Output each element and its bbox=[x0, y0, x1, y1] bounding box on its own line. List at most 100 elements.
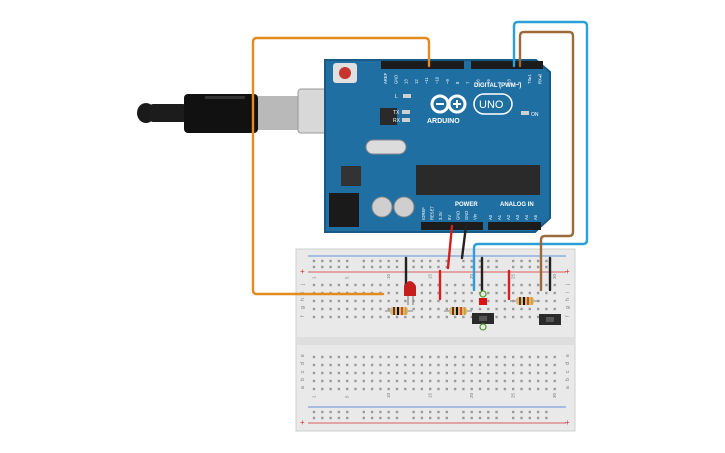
rail-hole[interactable] bbox=[387, 416, 390, 420]
rail-hole[interactable] bbox=[420, 416, 424, 420]
rail-hole[interactable] bbox=[470, 265, 473, 269]
breadboard-hole[interactable] bbox=[387, 299, 390, 303]
rail-hole[interactable] bbox=[437, 259, 440, 263]
breadboard-hole[interactable] bbox=[445, 291, 448, 295]
rail-hole[interactable] bbox=[487, 259, 490, 263]
breadboard-hole[interactable] bbox=[453, 291, 457, 295]
breadboard-hole[interactable] bbox=[312, 283, 316, 287]
breadboard-hole[interactable] bbox=[412, 363, 415, 367]
breadboard-hole[interactable] bbox=[528, 307, 531, 311]
rail-hole[interactable] bbox=[445, 410, 448, 414]
rail-hole[interactable] bbox=[429, 259, 432, 263]
breadboard-hole[interactable] bbox=[379, 379, 382, 383]
breadboard-hole[interactable] bbox=[346, 299, 349, 303]
breadboard-hole[interactable] bbox=[346, 307, 349, 311]
breadboard-hole[interactable] bbox=[528, 363, 531, 367]
breadboard-hole[interactable] bbox=[437, 315, 440, 319]
breadboard-hole[interactable] bbox=[420, 363, 424, 367]
rail-hole[interactable] bbox=[321, 410, 324, 414]
breadboard-hole[interactable] bbox=[478, 379, 482, 383]
breadboard-hole[interactable] bbox=[536, 291, 540, 295]
rail-hole[interactable] bbox=[346, 265, 349, 269]
rail-hole[interactable] bbox=[478, 265, 482, 269]
rail-hole[interactable] bbox=[321, 259, 324, 263]
rail-hole[interactable] bbox=[520, 416, 523, 420]
breadboard-hole[interactable] bbox=[429, 355, 432, 359]
wire-black-gnd[interactable] bbox=[460, 224, 468, 260]
rail-hole[interactable] bbox=[528, 416, 531, 420]
rail-hole[interactable] bbox=[337, 416, 341, 420]
breadboard-hole[interactable] bbox=[478, 371, 482, 375]
analog-header[interactable] bbox=[488, 222, 541, 230]
breadboard-hole[interactable] bbox=[437, 307, 440, 311]
breadboard-hole[interactable] bbox=[321, 315, 324, 319]
rail-hole[interactable] bbox=[429, 265, 432, 269]
breadboard-hole[interactable] bbox=[312, 307, 316, 311]
breadboard-hole[interactable] bbox=[478, 387, 482, 391]
led[interactable] bbox=[404, 281, 416, 305]
breadboard-hole[interactable] bbox=[470, 379, 473, 383]
breadboard-hole[interactable] bbox=[545, 387, 548, 391]
rail-hole[interactable] bbox=[395, 265, 399, 269]
rail-hole[interactable] bbox=[329, 416, 332, 420]
breadboard-hole[interactable] bbox=[503, 315, 507, 319]
breadboard-hole[interactable] bbox=[495, 371, 498, 375]
breadboard-hole[interactable] bbox=[420, 299, 424, 303]
rail-hole[interactable] bbox=[520, 259, 523, 263]
rail-hole[interactable] bbox=[478, 416, 482, 420]
breadboard-hole[interactable] bbox=[412, 355, 415, 359]
breadboard-hole[interactable] bbox=[329, 315, 332, 319]
breadboard-hole[interactable] bbox=[553, 355, 556, 359]
breadboard-hole[interactable] bbox=[478, 355, 482, 359]
rail-hole[interactable] bbox=[362, 410, 365, 414]
breadboard-hole[interactable] bbox=[445, 299, 448, 303]
rail-hole[interactable] bbox=[437, 410, 440, 414]
breadboard-hole[interactable] bbox=[553, 379, 556, 383]
breadboard-hole[interactable] bbox=[412, 307, 415, 311]
breadboard-hole[interactable] bbox=[470, 291, 473, 295]
rail-hole[interactable] bbox=[395, 416, 399, 420]
breadboard-hole[interactable] bbox=[437, 363, 440, 367]
rail-hole[interactable] bbox=[495, 410, 498, 414]
breadboard-hole[interactable] bbox=[362, 307, 365, 311]
rail-hole[interactable] bbox=[536, 265, 540, 269]
breadboard-hole[interactable] bbox=[453, 299, 457, 303]
breadboard-hole[interactable] bbox=[362, 299, 365, 303]
breadboard-hole[interactable] bbox=[354, 371, 357, 375]
breadboard-hole[interactable] bbox=[329, 283, 332, 287]
breadboard-hole[interactable] bbox=[536, 307, 540, 311]
breadboard-hole[interactable] bbox=[312, 371, 316, 375]
breadboard-hole[interactable] bbox=[437, 283, 440, 287]
rail-hole[interactable] bbox=[478, 259, 482, 263]
breadboard-hole[interactable] bbox=[337, 355, 341, 359]
rail-hole[interactable] bbox=[528, 410, 531, 414]
breadboard-hole[interactable] bbox=[370, 355, 374, 359]
rail-hole[interactable] bbox=[495, 265, 498, 269]
rail-hole[interactable] bbox=[370, 410, 374, 414]
rail-hole[interactable] bbox=[387, 265, 390, 269]
breadboard-hole[interactable] bbox=[387, 291, 390, 295]
breadboard-hole[interactable] bbox=[362, 315, 365, 319]
rail-hole[interactable] bbox=[337, 410, 341, 414]
breadboard-hole[interactable] bbox=[453, 371, 457, 375]
breadboard-hole[interactable] bbox=[437, 355, 440, 359]
breadboard-hole[interactable] bbox=[346, 379, 349, 383]
breadboard-hole[interactable] bbox=[445, 307, 448, 311]
rail-hole[interactable] bbox=[387, 410, 390, 414]
resistor-3[interactable] bbox=[510, 297, 540, 305]
breadboard-hole[interactable] bbox=[321, 355, 324, 359]
rail-hole[interactable] bbox=[478, 410, 482, 414]
breadboard-hole[interactable] bbox=[453, 315, 457, 319]
rail-hole[interactable] bbox=[346, 416, 349, 420]
breadboard-hole[interactable] bbox=[528, 315, 531, 319]
breadboard-hole[interactable] bbox=[462, 283, 465, 287]
breadboard-hole[interactable] bbox=[553, 371, 556, 375]
breadboard-hole[interactable] bbox=[536, 283, 540, 287]
rail-hole[interactable] bbox=[362, 265, 365, 269]
breadboard-hole[interactable] bbox=[362, 371, 365, 375]
breadboard-hole[interactable] bbox=[512, 315, 515, 319]
breadboard-hole[interactable] bbox=[503, 379, 507, 383]
rail-hole[interactable] bbox=[337, 265, 341, 269]
breadboard-hole[interactable] bbox=[536, 363, 540, 367]
